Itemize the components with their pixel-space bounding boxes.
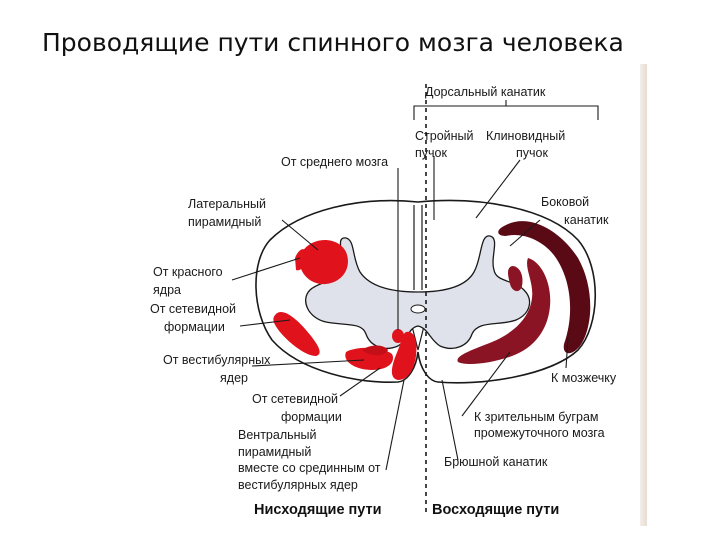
label-from-reticular-b-2: формации bbox=[281, 410, 342, 424]
figure-page-edge bbox=[640, 64, 647, 526]
label-ventral-pyramidal-3: вместе со срединным от bbox=[238, 461, 381, 475]
label-ascending-pathways: Восходящие пути bbox=[432, 502, 559, 518]
ventral-pyramidal-tract bbox=[391, 331, 417, 380]
rubrospinal-tract bbox=[295, 249, 307, 271]
label-ventral-pyramidal-2: пирамидный bbox=[238, 445, 311, 459]
label-lateral-pyramidal: Латеральный bbox=[188, 197, 266, 211]
label-ventral-pyramidal-4: вестибулярных ядер bbox=[238, 478, 358, 492]
label-from-red-nucleus-2: ядра bbox=[153, 283, 181, 297]
label-dorsal-funiculus: Дорсальный канатик bbox=[425, 85, 546, 99]
label-from-vestibular: От вестибулярных bbox=[163, 353, 271, 367]
label-from-reticular-2: формации bbox=[164, 320, 225, 334]
ventral-fissure bbox=[411, 325, 425, 351]
spinothalamic-tract bbox=[508, 266, 523, 292]
reticulospinal-ventral-tract bbox=[362, 345, 388, 356]
label-gracile: Стройный bbox=[415, 129, 474, 143]
label-from-reticular: От сетевидной bbox=[150, 302, 236, 316]
reticulospinal-lateral-tract bbox=[273, 311, 320, 356]
ventral-spinocerebellar-tract bbox=[457, 258, 551, 364]
pointer-lines bbox=[231, 156, 569, 471]
dorsal-spinocerebellar-tract bbox=[498, 221, 591, 354]
label-ventral-funiculus: Брюшной канатик bbox=[444, 455, 548, 469]
label-from-vestibular-2: ядер bbox=[220, 371, 248, 385]
lateral-pyramidal-tract bbox=[299, 240, 348, 285]
slide-title: Проводящие пути спинного мозга человека bbox=[42, 28, 624, 57]
label-cuneate-2: пучок bbox=[516, 146, 548, 160]
label-lateral-pyramidal-2: пирамидный bbox=[188, 215, 261, 229]
label-lateral-funiculus-2: канатик bbox=[564, 213, 609, 227]
label-from-reticular-b: От сетевидной bbox=[252, 392, 338, 406]
label-cuneate: Клиновидный bbox=[486, 129, 565, 143]
central-canal bbox=[410, 304, 426, 314]
label-descending-pathways: Нисходящие пути bbox=[254, 502, 382, 518]
label-ventral-pyramidal: Вентральный bbox=[238, 428, 317, 442]
label-from-midbrain: От среднего мозга bbox=[281, 155, 388, 169]
label-gracile-2: пучок bbox=[415, 146, 447, 160]
label-lateral-funiculus: Боковой bbox=[541, 195, 589, 209]
label-from-red-nucleus: От красного bbox=[153, 265, 223, 279]
label-to-thalamus-2: промежуточного мозга bbox=[474, 426, 605, 440]
label-to-cerebellum: К мозжечку bbox=[551, 371, 617, 385]
dorsal-funiculus-bracket bbox=[413, 105, 599, 120]
tectospinal-tract bbox=[392, 329, 404, 343]
label-to-thalamus: К зрительным буграм bbox=[474, 410, 599, 424]
